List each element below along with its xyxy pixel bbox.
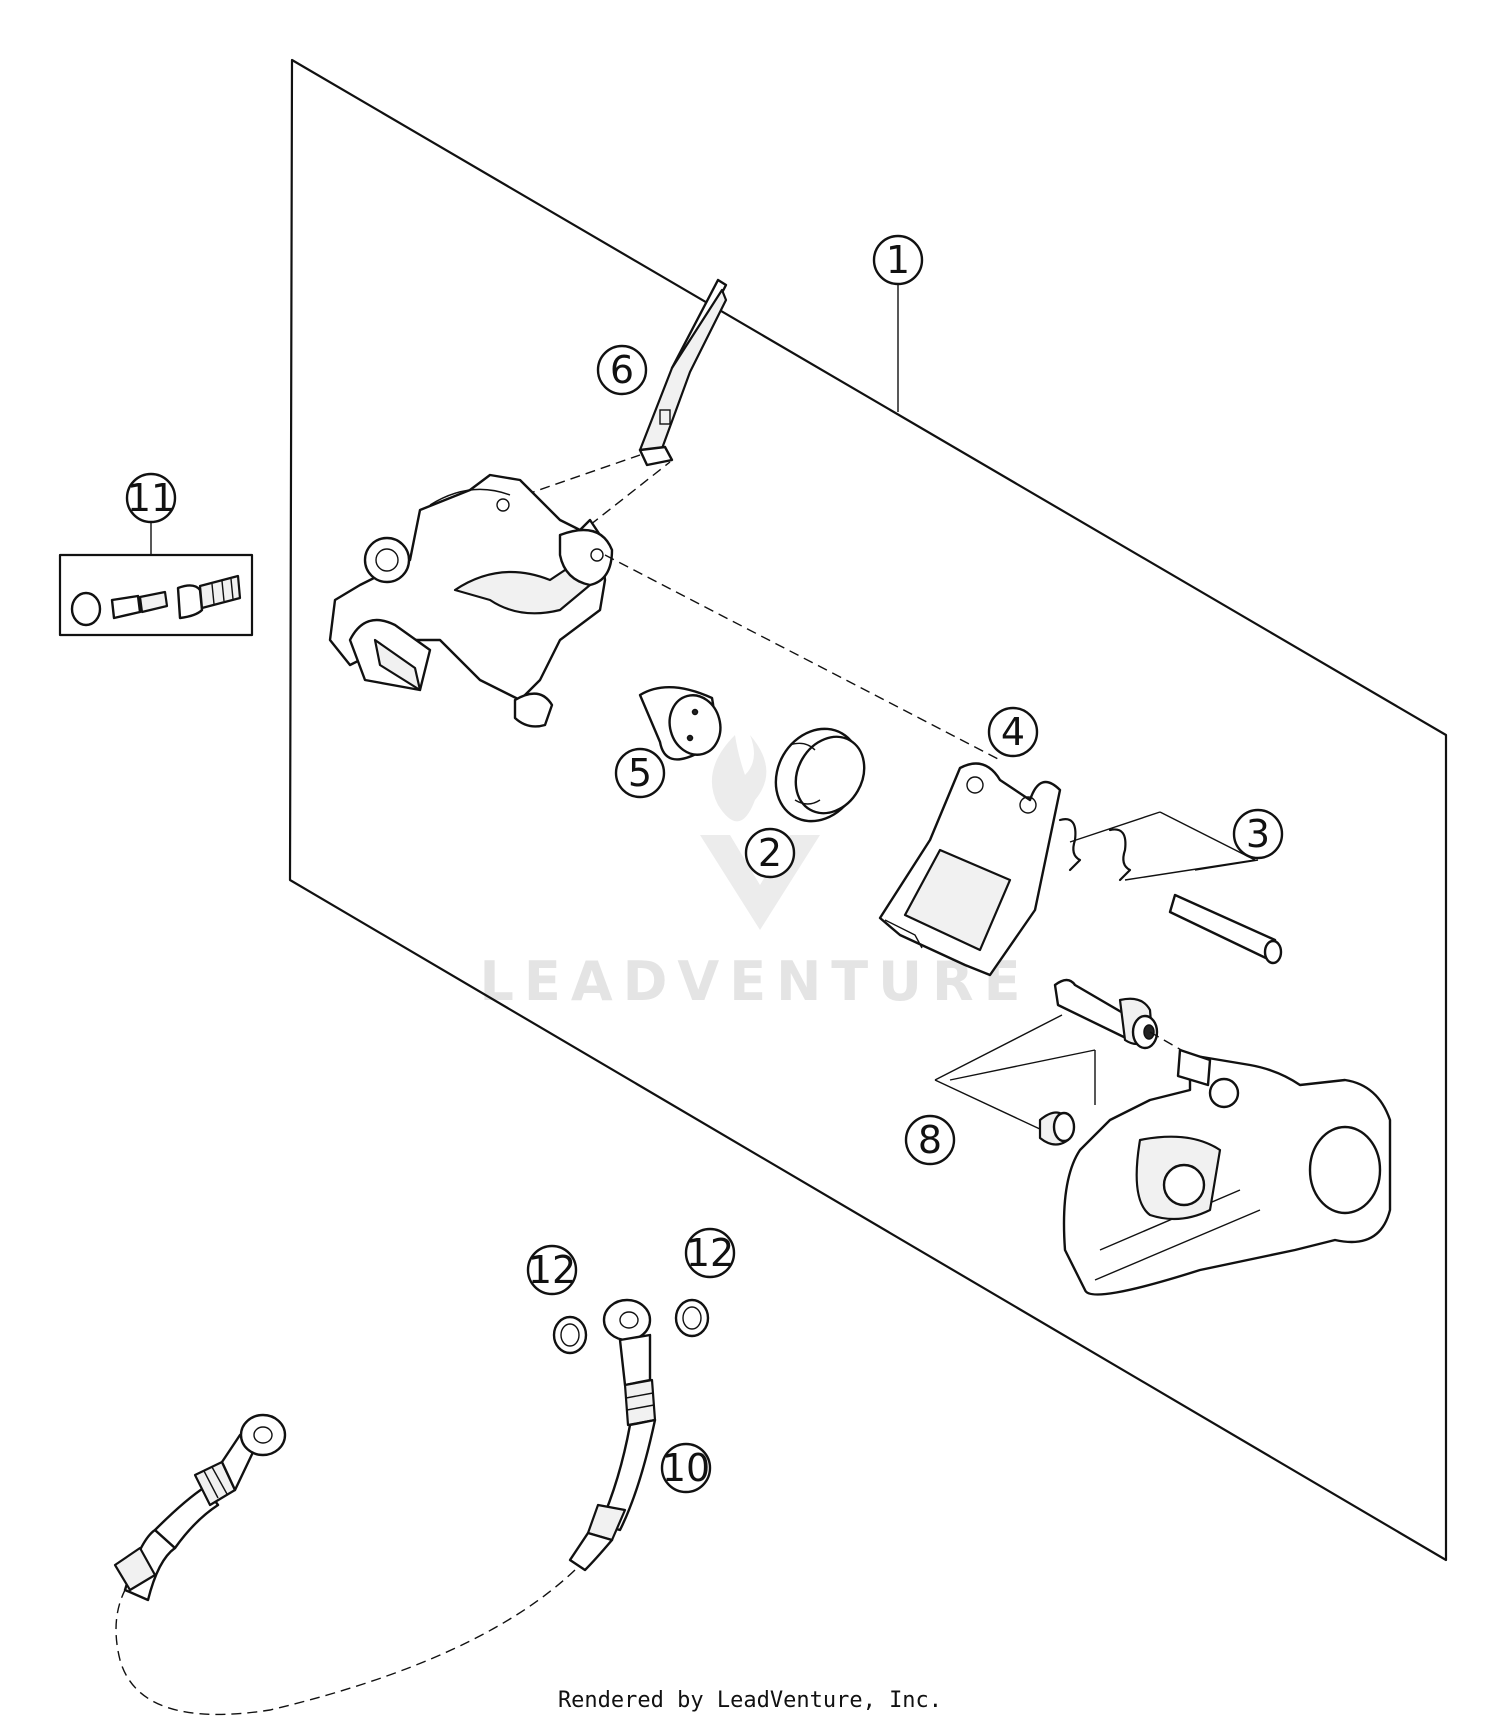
watermark-text: LEADVENTURE <box>480 950 1031 1013</box>
callout-8: 8 <box>904 1114 956 1166</box>
callout-12-right-label: 12 <box>686 1231 734 1275</box>
callout-3-label: 3 <box>1246 812 1270 856</box>
callout-12-left-label: 12 <box>528 1248 576 1292</box>
callout-10: 10 <box>660 1442 712 1494</box>
callout-6-label: 6 <box>610 348 634 392</box>
callout-10-label: 10 <box>662 1446 710 1490</box>
callout-4: 4 <box>987 706 1039 758</box>
piston <box>638 685 722 761</box>
slide-pin-and-boots <box>934 978 1159 1146</box>
callout-1: 1 <box>872 234 924 286</box>
callout-11: 11 <box>125 472 177 524</box>
callout-5-label: 5 <box>628 751 652 795</box>
bleeder-valve-kit <box>58 553 254 637</box>
callout-4-label: 4 <box>1001 710 1025 754</box>
leadventure-watermark: LEADVENTURE <box>480 735 1031 1013</box>
piston-seal <box>774 727 866 823</box>
brake-pads <box>878 762 1062 977</box>
caliper-body <box>328 473 614 728</box>
callout-3: 3 <box>1232 808 1284 860</box>
assembly-frame <box>288 58 1448 1562</box>
callout-2: 2 <box>744 827 796 879</box>
callout-2-label: 2 <box>758 831 782 875</box>
callout-12-right: 12 <box>684 1227 736 1279</box>
brake-hose <box>113 1298 657 1716</box>
callout-12-left: 12 <box>526 1244 578 1296</box>
sealing-washers <box>552 1298 710 1355</box>
caliper-carrier-bracket <box>1062 1048 1392 1296</box>
callout-1-label: 1 <box>886 238 910 282</box>
footer-credit: Rendered by LeadVenture, Inc. <box>557 1688 943 1713</box>
callout-5: 5 <box>614 747 666 799</box>
callout-6: 6 <box>596 344 648 396</box>
callout-11-label: 11 <box>127 476 175 520</box>
pad-pin-and-clips <box>1058 811 1283 965</box>
callout-8-label: 8 <box>918 1118 942 1162</box>
pad-spring-plate <box>638 278 728 467</box>
